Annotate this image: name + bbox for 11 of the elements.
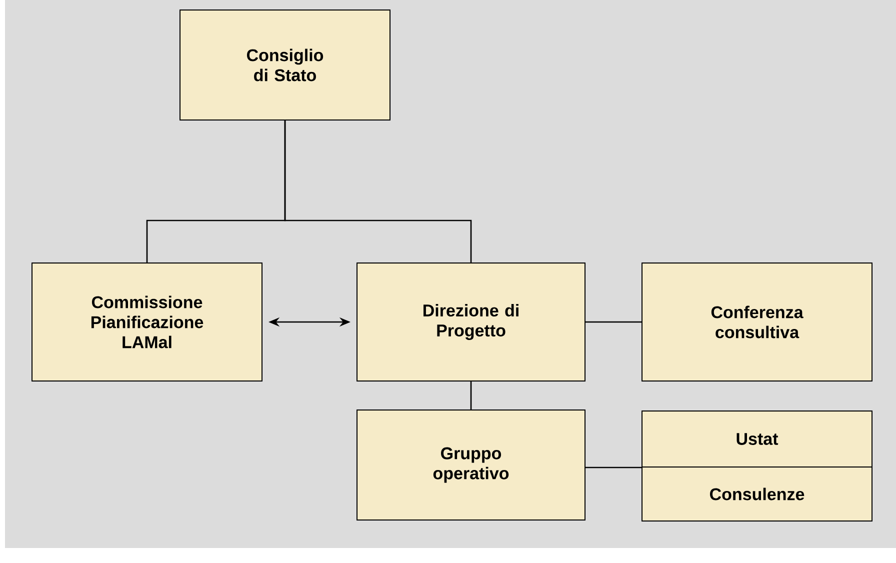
connector: [284, 120, 472, 262]
org-box: Gruppo operativo: [356, 410, 586, 520]
connector: [470, 382, 472, 410]
connector: [586, 466, 642, 468]
connector: [586, 321, 642, 323]
org-box: Direzione di Progetto: [356, 262, 586, 382]
org-box: Consiglio di Stato: [180, 10, 390, 120]
org-box: Ustat: [642, 410, 872, 468]
org-box: Conferenza consultiva: [642, 262, 872, 382]
org-box: Commissione Pianificazione LAMal: [32, 262, 262, 382]
org-box: Consulenze: [642, 466, 872, 522]
